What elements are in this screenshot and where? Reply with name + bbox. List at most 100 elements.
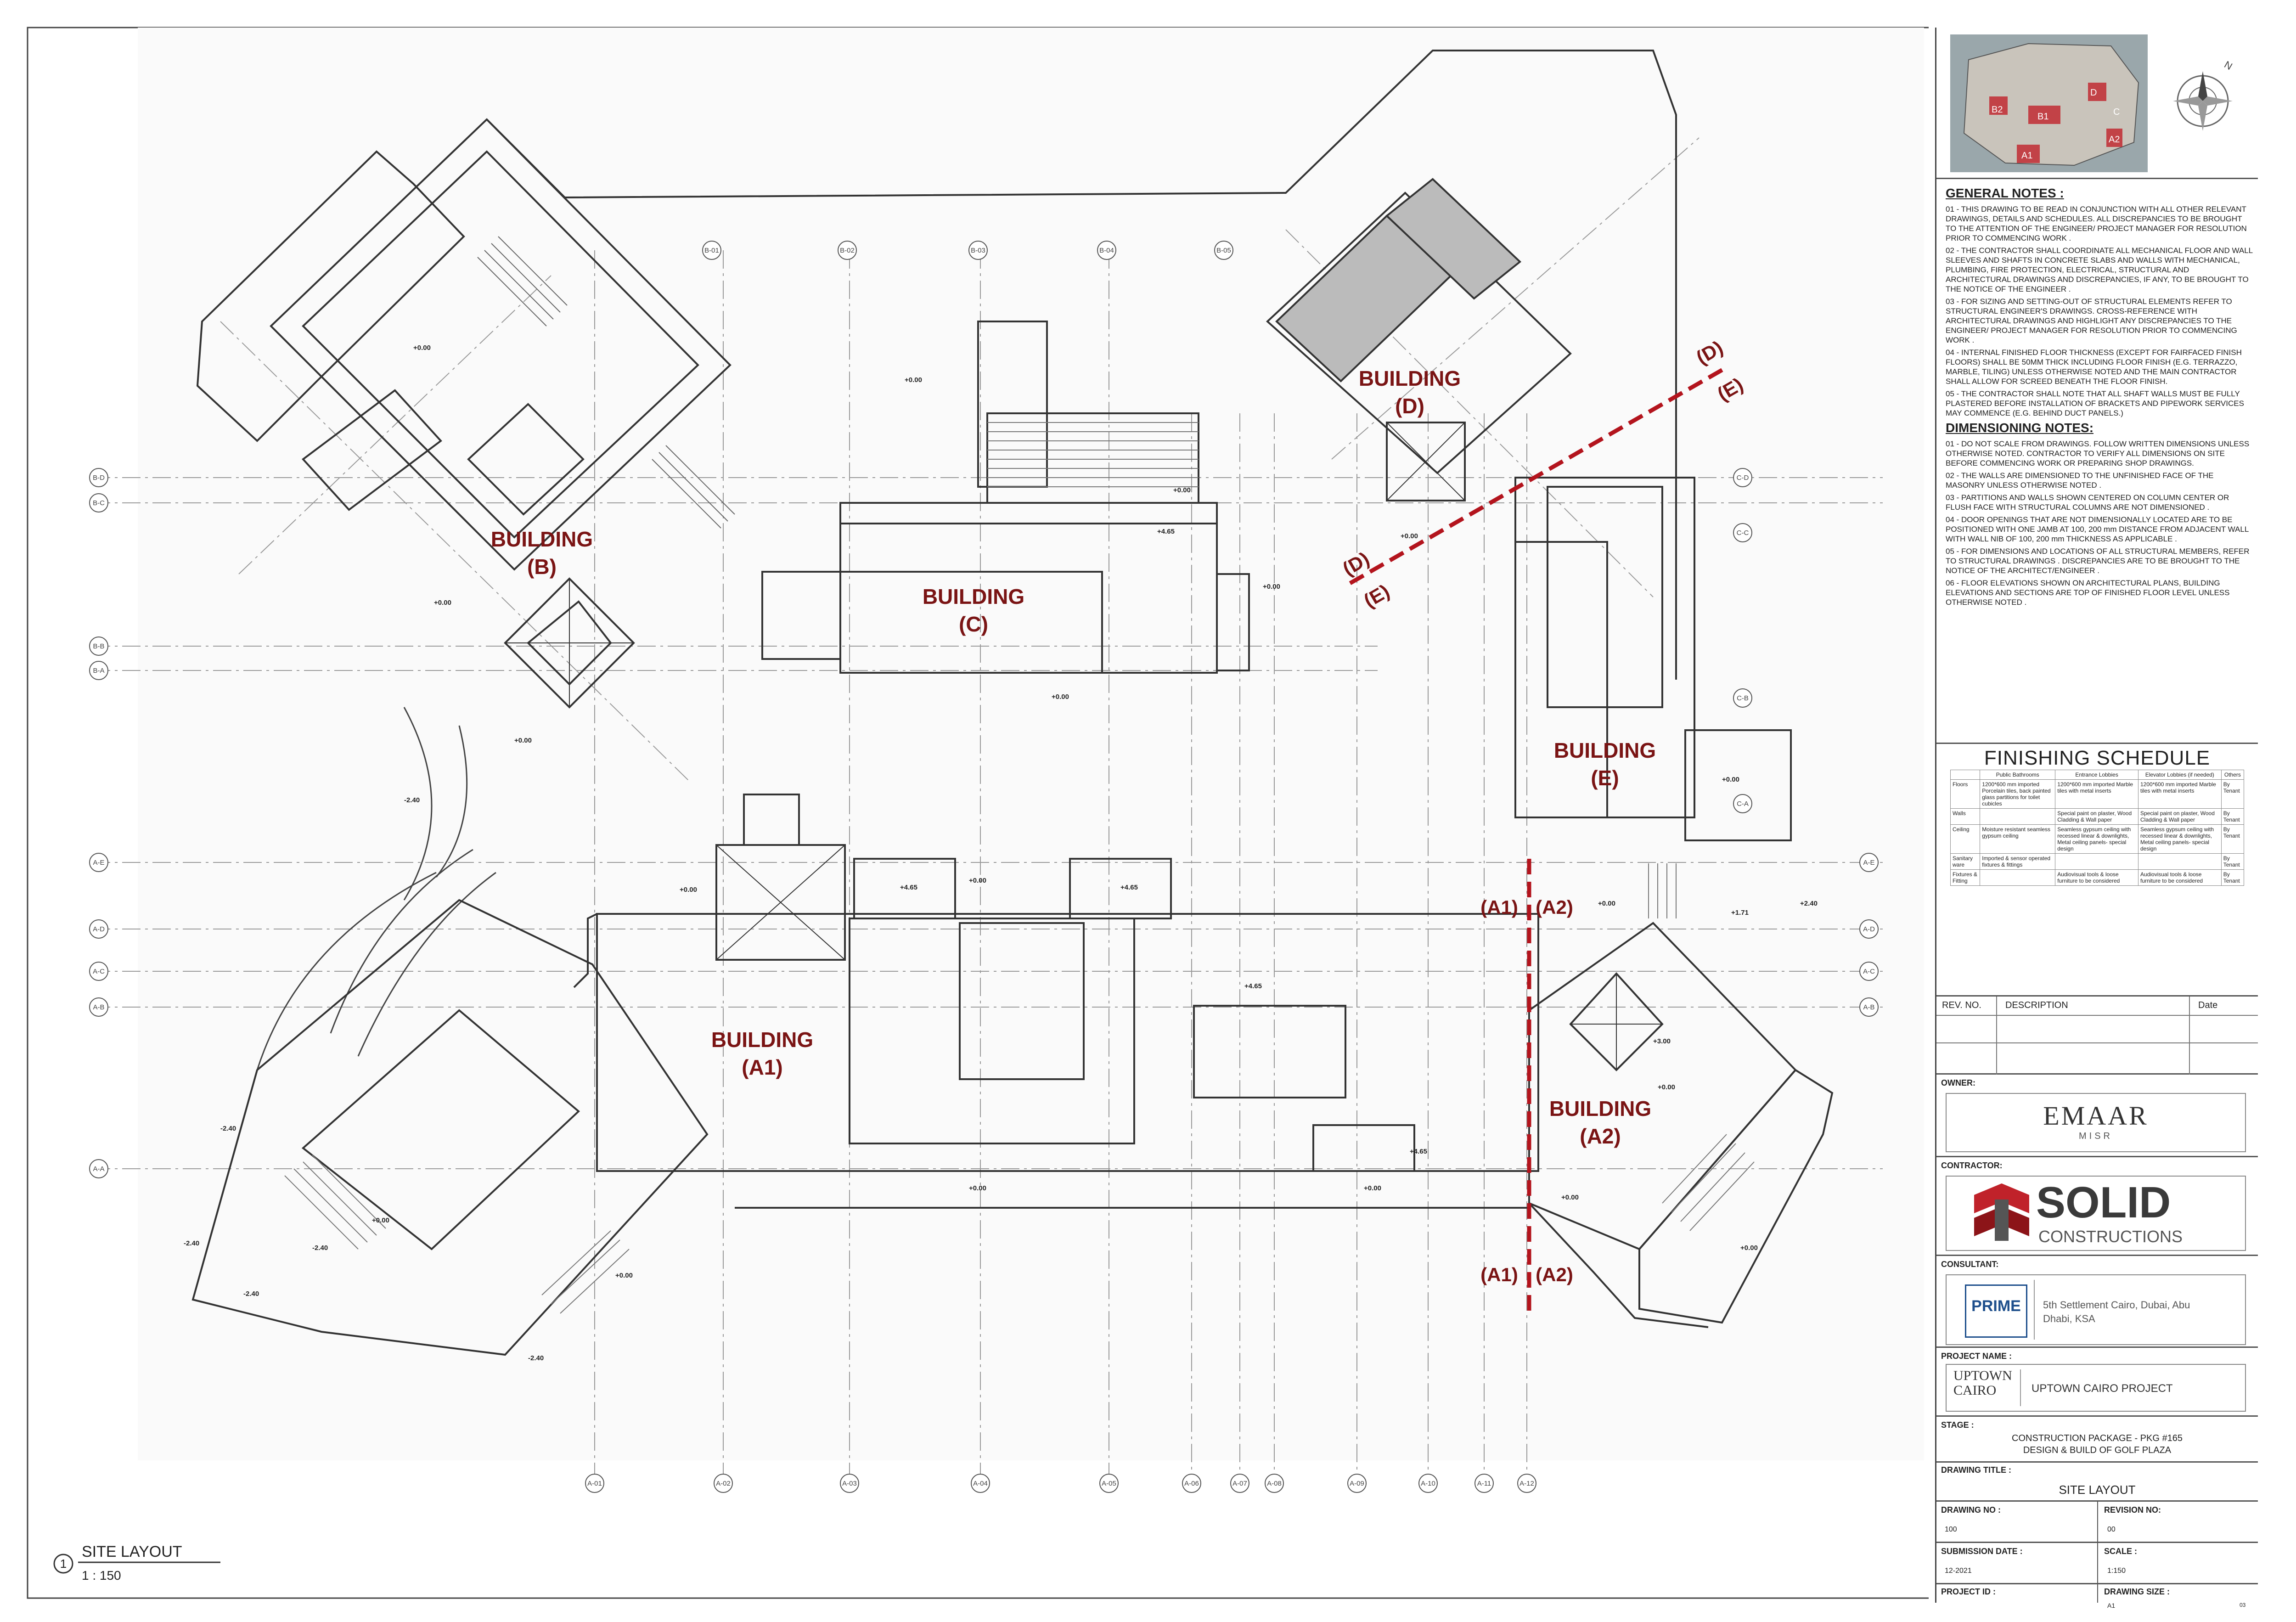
building-e-label: BUILDING <box>1554 738 1656 762</box>
notes-section: GENERAL NOTES : 01 - THIS DRAWING TO BE … <box>1936 181 2258 744</box>
general-note: 01 - THIS DRAWING TO BE READ IN CONJUNCT… <box>1946 205 2247 242</box>
project-id-box: PROJECT ID : DRAWING SIZE : A1 03 <box>1936 1584 2258 1609</box>
table-row: Sanitary ware Imported & sensor operated… <box>1950 853 2245 870</box>
project-id-label: PROJECT ID : <box>1941 1587 1996 1596</box>
svg-text:A-05: A-05 <box>1102 1480 1116 1487</box>
dimensioning-note: 03 - PARTITIONS AND WALLS SHOWN CENTERED… <box>1946 493 2229 512</box>
svg-text:A-D: A-D <box>1863 925 1875 933</box>
revision-no-label: REVISION NO: <box>2104 1505 2161 1515</box>
building-a1-id: (A1) <box>742 1055 782 1079</box>
key-plan-map: B2 B1 D C A1 A2 N <box>1950 34 2234 172</box>
general-note: 04 - INTERNAL FINISHED FLOOR THICKNESS (… <box>1946 348 2242 386</box>
rev-description-header: DESCRIPTION <box>2005 1000 2068 1010</box>
svg-text:A-B: A-B <box>93 1003 104 1011</box>
building-b-label: BUILDING <box>491 527 593 551</box>
svg-text:+1.71: +1.71 <box>1731 909 1749 917</box>
building-a2-id: (A2) <box>1580 1124 1621 1148</box>
table-row: Fixtures & Fitting Audiovisual tools & l… <box>1950 869 2245 886</box>
consultant-label: CONSULTANT: <box>1941 1260 1999 1269</box>
svg-text:A-08: A-08 <box>1267 1480 1282 1487</box>
building-c-id: (C) <box>959 612 988 636</box>
svg-text:B-05: B-05 <box>1216 247 1231 254</box>
svg-text:C-B: C-B <box>1737 694 1749 702</box>
building-a1-stairs <box>284 1155 630 1314</box>
svg-text:B-02: B-02 <box>840 247 855 254</box>
solid-logo: SOLID CONSTRUCTIONS <box>1946 1176 2246 1251</box>
building-d-label: BUILDING <box>1359 366 1461 390</box>
svg-text:A-D: A-D <box>93 925 105 933</box>
svg-text:B-D: B-D <box>93 474 105 482</box>
building-b-stairs <box>477 236 735 529</box>
svg-text:-2.40: -2.40 <box>404 796 420 804</box>
svg-text:-2.40: -2.40 <box>243 1290 259 1298</box>
site-layout-plan: +0.00 +0.00 +0.00 -2.40 +0.00 +0.00 +4.6… <box>27 27 1929 1599</box>
dimensioning-note: 06 - FLOOR ELEVATIONS SHOWN ON ARCHITECT… <box>1946 579 2230 607</box>
dimensioning-note: 05 - FOR DIMENSIONS AND LOCATIONS OF ALL… <box>1946 547 2250 575</box>
revision-table: REV. NO. DESCRIPTION Date <box>1936 997 2258 1075</box>
key-label-a1: A1 <box>2021 151 2032 161</box>
svg-text:+0.00: +0.00 <box>905 376 922 384</box>
submission-date: 12-2021 <box>1945 1567 1972 1575</box>
grid-lines <box>92 137 1883 1483</box>
submission-box: SUBMISSION DATE : 12-2021 SCALE : 1:150 <box>1936 1543 2258 1584</box>
project-label: PROJECT NAME : <box>1941 1352 2012 1361</box>
table-row: Walls Special paint on plaster, Wood Cla… <box>1950 808 2245 825</box>
svg-text:A-11: A-11 <box>1477 1480 1491 1487</box>
stage-line2: DESIGN & BUILD OF GOLF PLAZA <box>2023 1445 2172 1455</box>
svg-text:A-01: A-01 <box>587 1480 602 1487</box>
building-labels: BUILDING (B) BUILDING (C) BUILDING (D) B… <box>491 366 1656 1148</box>
dimensioning-note: 01 - DO NOT SCALE FROM DRAWINGS. FOLLOW … <box>1946 439 2250 467</box>
general-note: 03 - FOR SIZING AND SETTING-OUT OF STRUC… <box>1946 297 2237 344</box>
section-tag-a2-top: (A2) <box>1536 896 1573 918</box>
building-d-plan <box>1266 178 1572 501</box>
view-title: 1 SITE LAYOUT 1 : 150 <box>53 1543 220 1583</box>
emaar-logo: EMAAR MISR <box>1946 1093 2246 1152</box>
finishing-schedule-table: Public Bathrooms Entrance Lobbies Elevat… <box>1950 770 2245 886</box>
view-title-text: SITE LAYOUT <box>82 1543 182 1560</box>
grid-bubble-labels: B-D B-C B-B B-A A-E A-D A-C A-B A-A A-E … <box>93 247 1875 1487</box>
key-plan: B2 B1 D C A1 A2 N <box>1936 28 2258 179</box>
sheet-code: 03 <box>2240 1602 2246 1608</box>
building-a2-stairs <box>1648 863 1755 1231</box>
drawing-title-box: DRAWING TITLE : SITE LAYOUT <box>1936 1463 2258 1502</box>
svg-text:A-B: A-B <box>1863 1003 1874 1011</box>
svg-text:+3.00: +3.00 <box>1653 1037 1671 1045</box>
svg-text:A-03: A-03 <box>842 1480 857 1487</box>
fs-col-header: Elevator Lobbies (if needed) <box>2138 770 2222 780</box>
fs-col-header <box>1950 770 1981 780</box>
solid-logo-icon <box>1974 1183 2029 1241</box>
view-scale: 1 : 150 <box>82 1568 121 1583</box>
svg-text:N: N <box>2223 59 2234 73</box>
svg-text:A-12: A-12 <box>1519 1480 1534 1487</box>
owner-box: OWNER: EMAAR MISR <box>1936 1075 2258 1157</box>
building-a1-plan <box>191 794 1539 1356</box>
table-row: Ceiling Moisture resistant seamless gyps… <box>1950 824 2245 854</box>
svg-text:+4.65: +4.65 <box>1244 982 1262 990</box>
rev-no-header: REV. NO. <box>1942 1000 1981 1010</box>
key-label-a2: A2 <box>2109 135 2120 145</box>
svg-text:B-A: B-A <box>93 667 104 675</box>
key-label-d: D <box>2090 88 2097 98</box>
svg-text:+0.00: +0.00 <box>1173 486 1191 494</box>
svg-text:+0.00: +0.00 <box>1658 1083 1675 1091</box>
svg-text:B-01: B-01 <box>704 247 719 254</box>
svg-text:A-C: A-C <box>93 968 105 975</box>
project-name: UPTOWN CAIRO PROJECT <box>2032 1382 2173 1395</box>
svg-text:A-10: A-10 <box>1421 1480 1435 1487</box>
general-notes-heading: GENERAL NOTES : <box>1946 186 2064 200</box>
fs-col-header: Others <box>2221 770 2245 780</box>
finishing-schedule-title: FINISHING SCHEDULE <box>1984 747 2211 769</box>
building-d-id: (D) <box>1395 394 1424 418</box>
finishing-schedule: FINISHING SCHEDULE Public Bathrooms Entr… <box>1936 744 2258 997</box>
svg-text:+0.00: +0.00 <box>1052 693 1069 701</box>
building-c-stairs <box>987 422 1199 487</box>
building-e-id: (E) <box>1591 766 1619 790</box>
svg-text:A-E: A-E <box>1863 859 1874 867</box>
svg-text:+0.00: +0.00 <box>1401 532 1418 540</box>
rev-date-header: Date <box>2198 1000 2218 1010</box>
svg-text:-2.40: -2.40 <box>528 1354 544 1362</box>
stage-box: STAGE : CONSTRUCTION PACKAGE - PKG #165 … <box>1936 1417 2258 1463</box>
svg-text:+0.00: +0.00 <box>1598 900 1615 907</box>
svg-text:C-A: C-A <box>1737 800 1749 808</box>
